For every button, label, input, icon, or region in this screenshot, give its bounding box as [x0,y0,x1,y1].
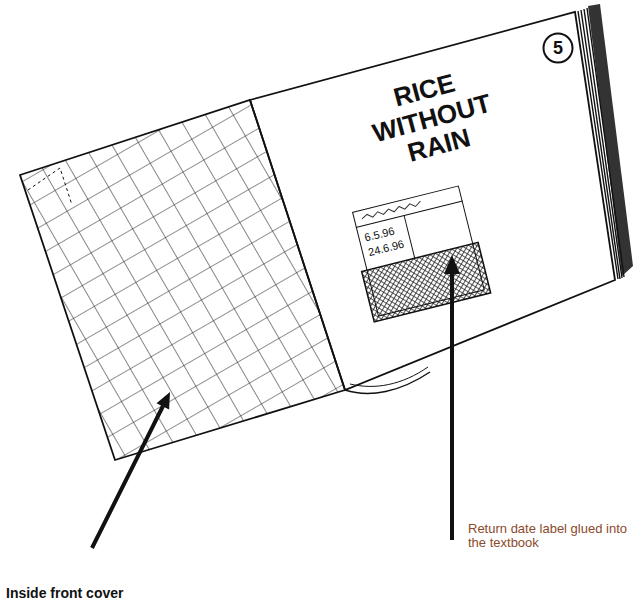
inside-front-cover [20,100,345,460]
page-curl [350,367,428,386]
date-label-art [347,184,491,322]
column-rule [404,216,415,259]
leader-arrow [92,406,163,548]
callout-text: Inside front cover [6,586,123,601]
cover-corner [28,168,72,205]
page-curl [345,372,430,393]
callout-circle: 5 [542,32,574,64]
callout-number: 5 [542,32,574,64]
label-header-rule [356,201,463,228]
leader-arrow [450,272,454,540]
arrow-head [157,392,171,409]
callout-text: Return date label glued into the textboo… [468,522,628,551]
header-scribble [361,201,421,220]
arrow-head [444,255,460,274]
